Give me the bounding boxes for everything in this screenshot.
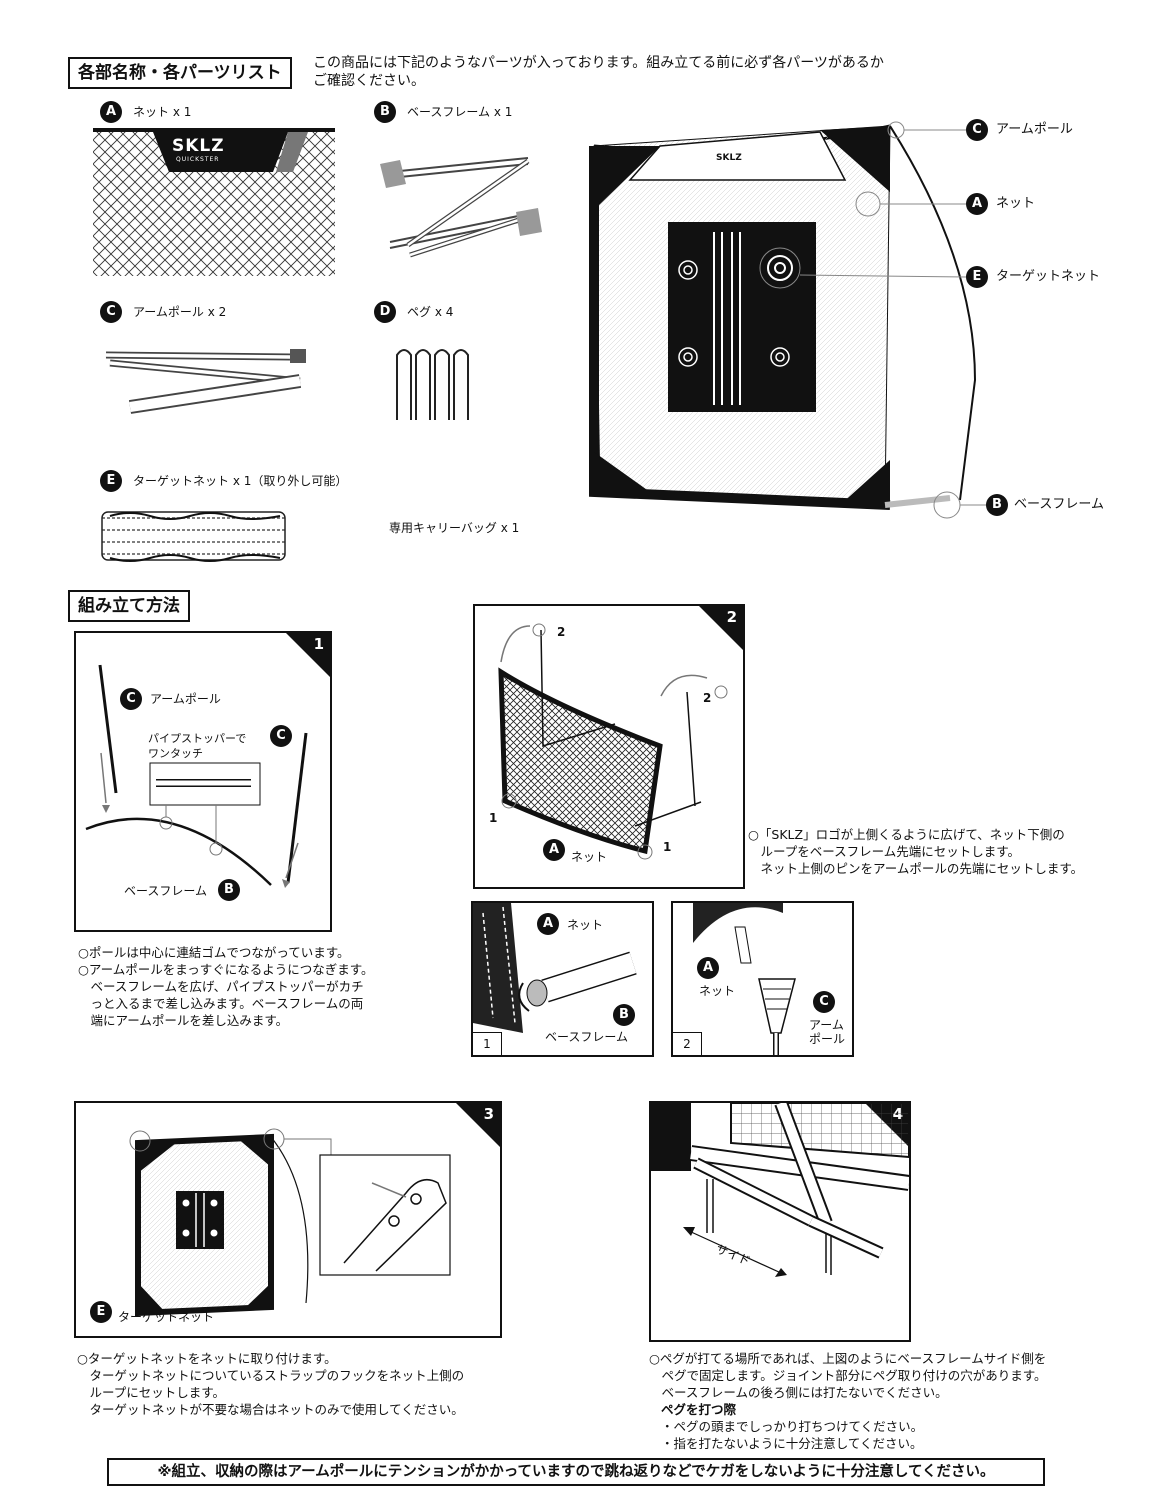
step2-mark-2b: 2 [703, 691, 712, 705]
step4-notes-title: ペグを打つ際 [661, 1402, 737, 1417]
step2-sub2-a-badge: A [697, 957, 719, 979]
step2-mark-2a: 2 [557, 625, 566, 639]
step1-stopper-label-1: パイプストッパーで [148, 732, 247, 745]
part-b-label: ベースフレーム x 1 [407, 105, 513, 119]
step2-sub2-arm-label-2: ポール [809, 1032, 846, 1046]
step4-panel: 4 サイド [649, 1101, 911, 1342]
pegs-illustration [396, 349, 469, 420]
step2-sub2-arm-label-1: アーム [809, 1018, 844, 1032]
step2-sub2-panel: A ネット C アーム ポール 2 [671, 901, 854, 1057]
diagram-b-badge: B [986, 494, 1008, 516]
part-b-badge: B [374, 101, 396, 123]
step1-c-badge-1: C [120, 688, 142, 710]
step1-panel: 1 C アームポール C パイプストッパーで ワンタッチ ベースフレーム B [74, 631, 332, 932]
assembly-section-header: 組み立て方法 [68, 590, 190, 622]
step2-panel: 2 2 2 1 1 A ネット [473, 604, 745, 889]
safety-warning: ※組立、収納の際はアームポールにテンションがかかっていますので跳ね返りなどでケガ… [107, 1458, 1045, 1486]
step1-arm-label: アームポール [150, 692, 221, 706]
step2-sub1-a-badge: A [537, 913, 559, 935]
step3-panel: 3 E ターゲットネット [74, 1101, 502, 1338]
assembled-net-diagram [589, 121, 986, 519]
step2-number: 2 [726, 608, 737, 626]
step2-net-label: ネット [571, 850, 608, 864]
step2-sub2-number: 2 [673, 1032, 702, 1055]
diagram-c-label: アームポール [996, 122, 1073, 137]
step1-notes: ○ポールは中心に連結ゴムでつながっています。 ○アームポールをまっすぐになるよう… [78, 945, 374, 1028]
step2-sub1-net-label: ネット [567, 918, 604, 932]
step2-sub1-panel: A ネット B ベースフレーム 1 [471, 901, 654, 1057]
net-illustration [93, 128, 335, 276]
step3-number: 3 [483, 1105, 494, 1123]
parts-section-header: 各部名称・各パーツリスト [68, 57, 292, 89]
part-c-badge: C [100, 301, 122, 323]
step2-sub1-b-badge: B [613, 1004, 635, 1026]
step1-c-badge-2: C [270, 725, 292, 747]
arm-pole-illustration [105, 349, 306, 414]
base-frame-illustration [380, 157, 542, 258]
diagram-a-badge: A [966, 193, 988, 215]
assembled-logo-text: SKLZ [716, 153, 742, 163]
step2-sub1-base-label: ベースフレーム [545, 1030, 629, 1044]
step2-sub2-net-label: ネット [699, 984, 736, 998]
diagram-a-label: ネット [996, 196, 1036, 211]
diagram-e-label: ターゲットネット [996, 269, 1101, 284]
part-a-badge: A [100, 101, 122, 123]
diagram-e-badge: E [966, 266, 988, 288]
net-logo-sub: QUICKSTER [176, 156, 220, 163]
step2-mark-1b: 1 [663, 840, 672, 854]
net-logo-text: SKLZ [172, 136, 225, 156]
step3-target-label: ターゲットネット [118, 1310, 215, 1324]
step4-notes-2: ・ペグの頭までしっかり打ちつけてください。 ・指を打たないように十分注意してくだ… [661, 1419, 924, 1451]
step2-notes: ○「SKLZ」ロゴが上側くるように広げて、ネット下側の ループをベースフレーム先… [748, 827, 1084, 876]
part-d-label: ペグ x 4 [407, 305, 454, 319]
step3-e-badge: E [90, 1301, 112, 1323]
part-d-badge: D [374, 301, 396, 323]
parts-intro-line1: この商品には下記のようなパーツが入っております。組み立てる前に必ず各パーツがある… [313, 55, 884, 71]
step1-stopper-label-2: ワンタッチ [148, 747, 203, 760]
parts-intro-line2: ご確認ください。 [313, 73, 425, 89]
diagram-c-badge: C [966, 119, 988, 141]
step2-mark-1a: 1 [489, 811, 498, 825]
step1-b-badge: B [218, 879, 240, 901]
part-c-label: アームポール x 2 [133, 305, 227, 319]
step2-a-badge: A [543, 839, 565, 861]
carry-bag-label: 専用キャリーバッグ x 1 [389, 521, 520, 535]
step2-sub2-c-badge: C [813, 991, 835, 1013]
diagram-b-label: ベースフレーム [1014, 497, 1104, 512]
step1-base-label: ベースフレーム [124, 884, 208, 898]
step3-notes: ○ターゲットネットをネットに取り付けます。 ターゲットネットについているストラッ… [77, 1351, 465, 1417]
step4-notes-1: ○ペグが打てる場所であれば、上図のようにベースフレームサイド側を ペグで固定しま… [649, 1351, 1047, 1400]
part-e-label: ターゲットネット x 1（取り外し可能） [133, 474, 348, 488]
step1-number: 1 [313, 635, 324, 653]
part-e-badge: E [100, 470, 122, 492]
target-net-illustration [101, 511, 286, 562]
part-a-label: ネット x 1 [133, 105, 192, 119]
step2-sub1-number: 1 [473, 1032, 502, 1055]
